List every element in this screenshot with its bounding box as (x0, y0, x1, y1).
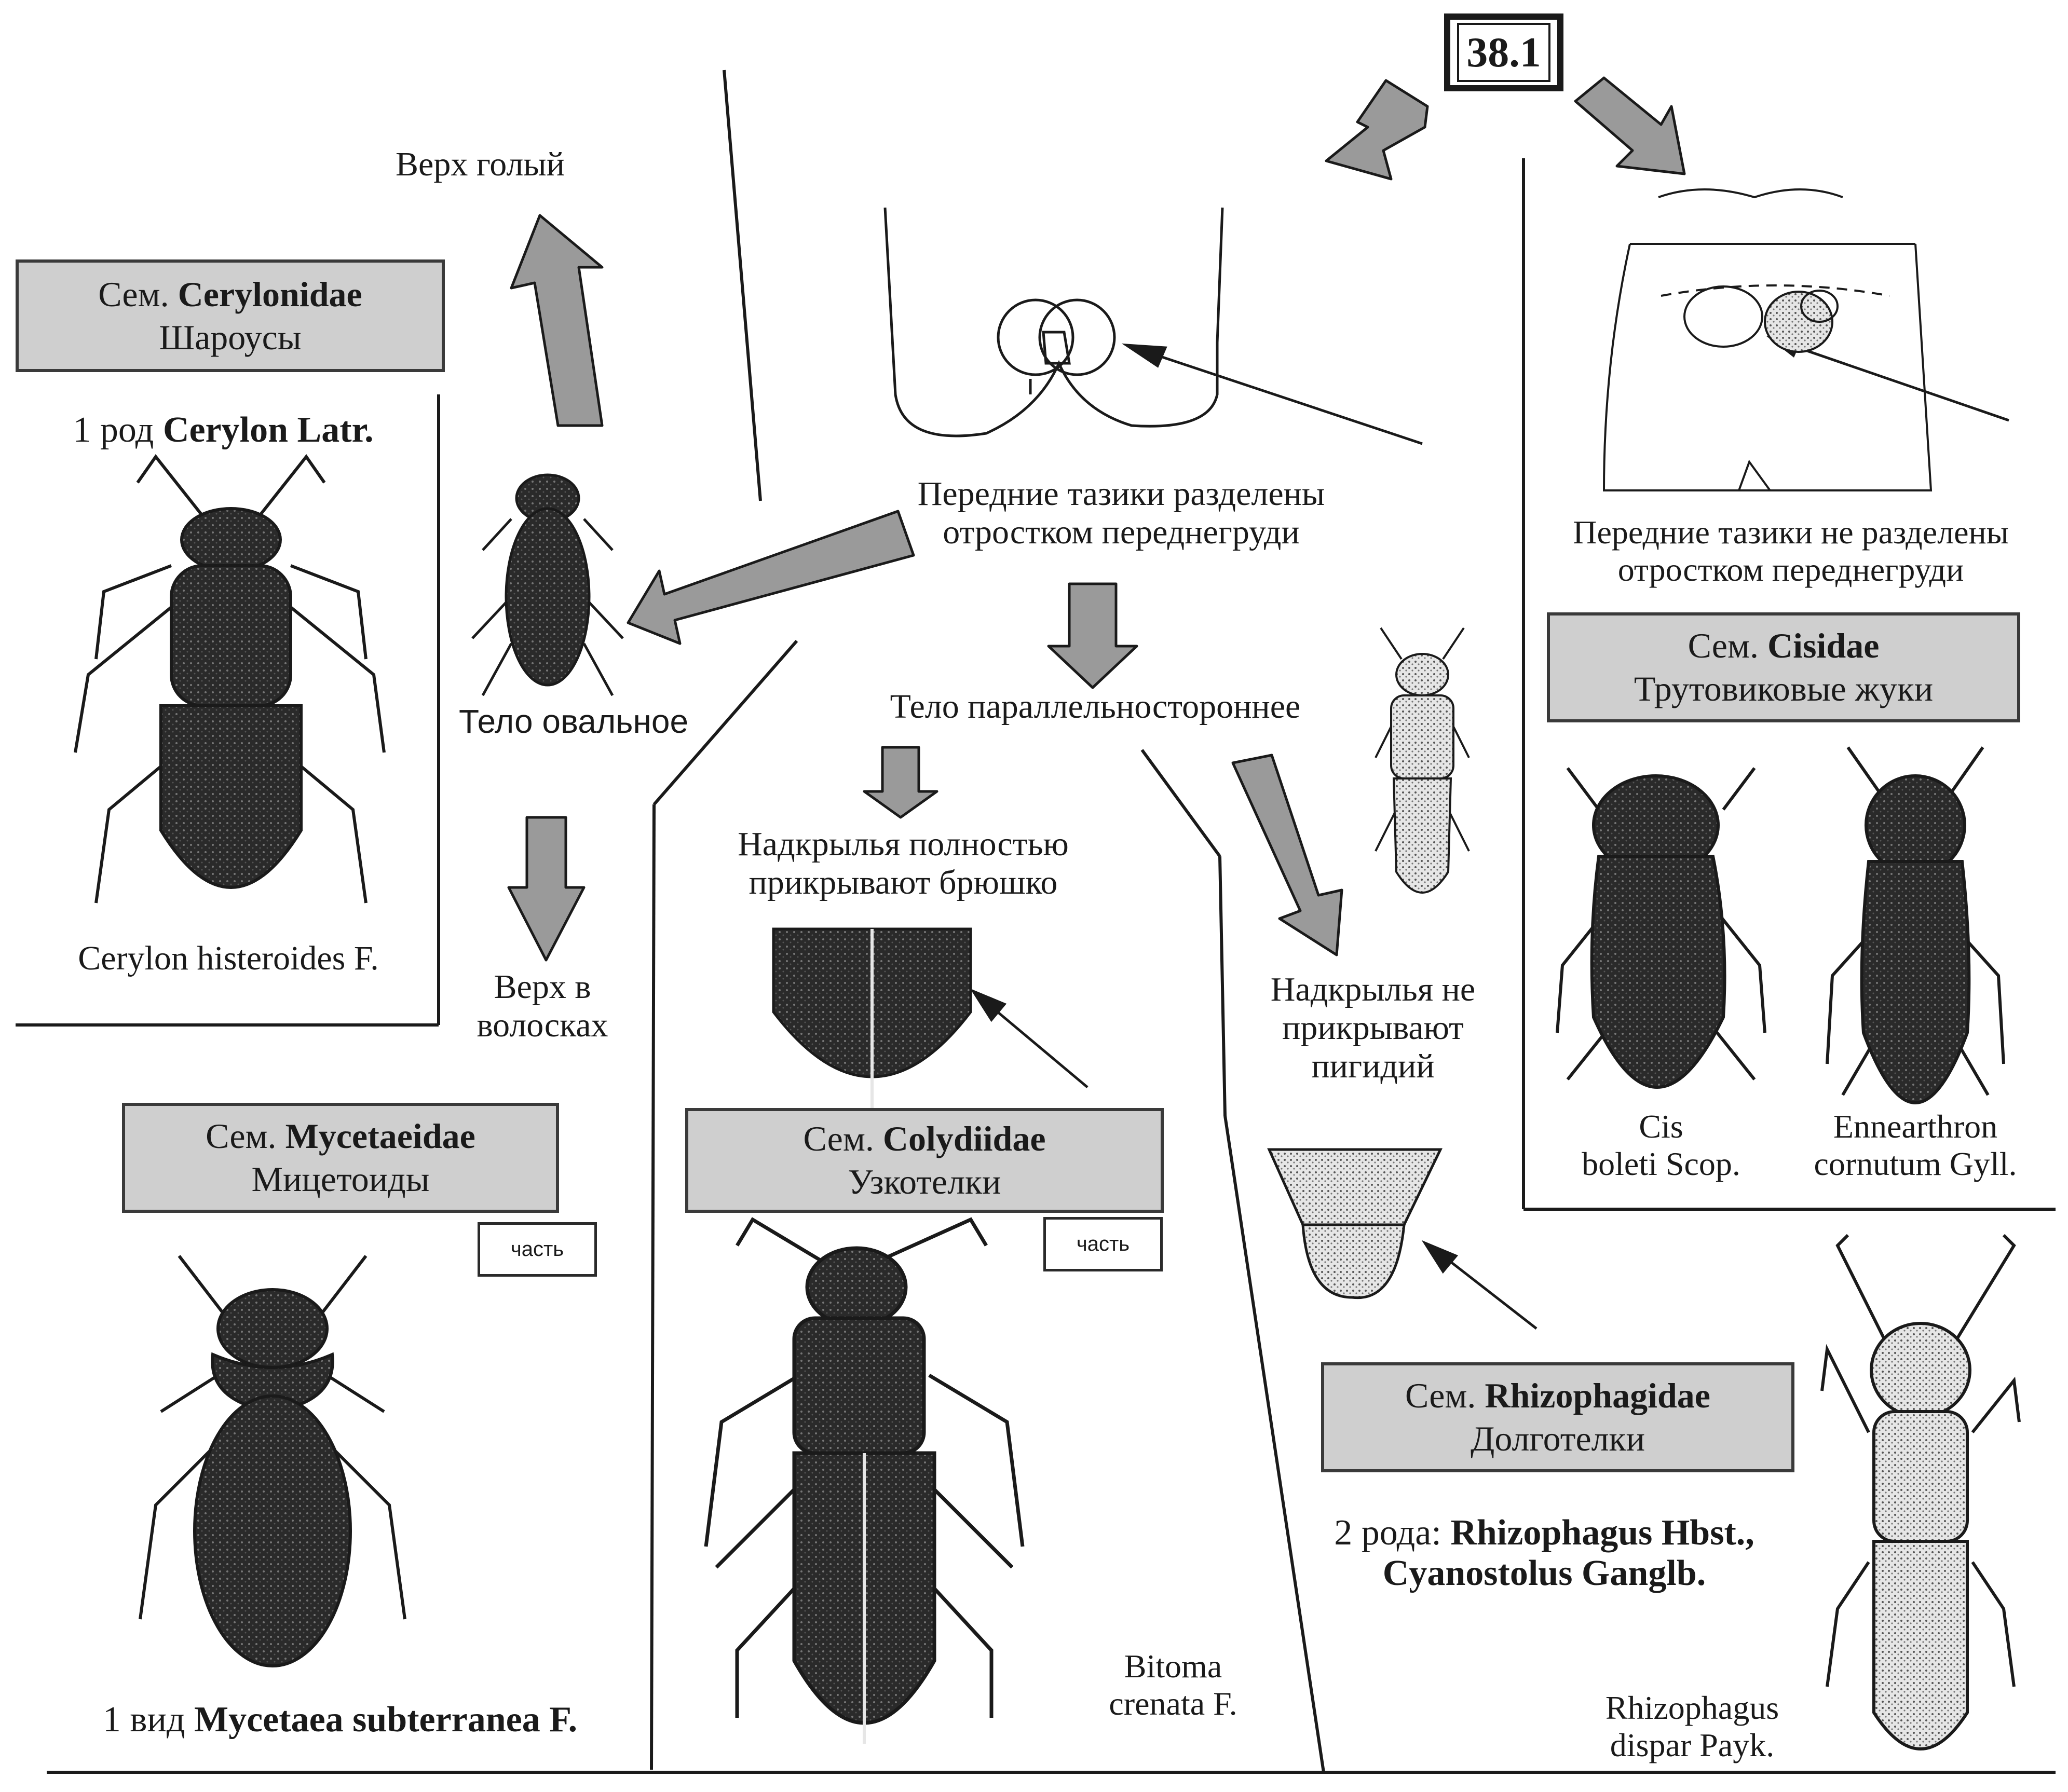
beetle-oval (472, 475, 623, 695)
elytra-uncovered-detail (1269, 1150, 1440, 1298)
coxae-separated-label: Передние тазики разделены отростком пере… (851, 475, 1391, 552)
family-colydiidae-russian: Узкотелки (848, 1160, 1001, 1203)
elytra-not-line2: прикрывают (1225, 1009, 1521, 1047)
cis-line1: Cis (1562, 1108, 1760, 1145)
bitoma-line2: crenata F. (1080, 1685, 1267, 1722)
arrow-down-to-parallel (1049, 584, 1137, 688)
prosternum-separated-diagram (885, 208, 1222, 436)
family-mycetaeidae-russian: Мицетоиды (252, 1158, 430, 1201)
family-cerylonidae-title: Сем. Cerylonidae (98, 273, 362, 316)
rhizophagus-species-label: Rhizophagus dispar Payk. (1573, 1689, 1812, 1763)
oval-body-label: Тело овальное (439, 703, 709, 741)
family-box-rhizophagidae: Сем. Rhizophagidae Долготелки (1321, 1362, 1794, 1472)
family-cisidae-title: Сем. Cisidae (1688, 624, 1880, 667)
part-tag-mycetaeidae: часть (478, 1222, 597, 1277)
rhizophagus-line1: Rhizophagus (1573, 1689, 1812, 1727)
arrow-key-left (1326, 80, 1427, 179)
bitoma-line1: Bitoma (1080, 1648, 1267, 1685)
hairy-top-label: Верх в волосках (452, 968, 633, 1045)
parallel-body-label: Тело параллельностороннее (841, 688, 1350, 726)
beetle-rhizophagus-small (1376, 628, 1469, 893)
family-colydiidae-title: Сем. Colydiidae (803, 1117, 1045, 1160)
coxae-separated-line1: Передние тазики разделены (851, 475, 1391, 513)
family-rhizophagidae-russian: Долготелки (1471, 1417, 1645, 1460)
key-number: 38.1 (1457, 23, 1550, 82)
rhizophagidae-genera-line1: 2 рода: Rhizophagus Hbst., (1298, 1513, 1791, 1553)
bitoma-species-label: Bitoma crenata F. (1080, 1648, 1267, 1722)
cis-line2: boleti Scop. (1562, 1145, 1760, 1183)
beetle-rhizophagus-dispar (1822, 1235, 2019, 1749)
family-box-mycetaeidae: Сем. Mycetaeidae Мицетоиды (122, 1103, 559, 1213)
rhizophagidae-genera: 2 рода: Rhizophagus Hbst., Cyanostolus G… (1298, 1513, 1791, 1594)
coxae-separated-line2: отростком переднегруди (851, 513, 1391, 552)
coxae-not-separated-label: Передние тазики не разделены отростком п… (1526, 514, 2056, 588)
family-box-colydiidae: Сем. Colydiidae Узкотелки (685, 1108, 1164, 1213)
arrow-down-to-covered (864, 747, 937, 817)
top-glabrous-label: Верх голый (382, 145, 579, 184)
arrow-key-right (1575, 78, 1684, 174)
arrow-down-to-hairy (509, 817, 584, 960)
cis-species-label: Cis boleti Scop. (1562, 1108, 1760, 1182)
elytra-cover-line1: Надкрылья полностью (690, 825, 1116, 864)
beetle-mycetaea (140, 1256, 405, 1666)
ennearthron-line1: Ennearthron (1780, 1108, 2050, 1145)
family-box-cerylonidae: Сем. Cerylonidae Шароусы (16, 259, 445, 372)
elytra-cover-abdomen-label: Надкрылья полностью прикрывают брюшко (690, 825, 1116, 902)
hairy-line2: волосках (452, 1006, 633, 1045)
family-box-cisidae: Сем. Cisidae Трутовиковые жуки (1547, 612, 2020, 722)
arrow-up-to-glabrous (511, 215, 602, 426)
key-number-box: 38.1 (1444, 13, 1563, 91)
elytra-not-cover-label: Надкрылья не прикрывают пигидий (1225, 970, 1521, 1086)
rhizophagus-line2: dispar Payk. (1573, 1727, 1812, 1764)
beetle-cerylon (75, 457, 384, 903)
beetle-ennearthron (1827, 747, 2004, 1103)
beetle-bitoma (706, 1220, 1023, 1744)
family-cerylonidae-russian: Шароусы (159, 316, 301, 359)
hairy-line1: Верх в (452, 968, 633, 1006)
mycetaea-species-line: 1 вид Mycetaea subterranea F. (67, 1700, 613, 1740)
elytra-not-line3: пигидий (1225, 1047, 1521, 1086)
elytra-covered-detail (773, 929, 971, 1111)
ennearthron-line2: cornutum Gyll. (1780, 1145, 2050, 1183)
family-mycetaeidae-title: Сем. Mycetaeidae (206, 1115, 475, 1158)
family-cisidae-russian: Трутовиковые жуки (1634, 667, 1933, 710)
elytra-not-line1: Надкрылья не (1225, 970, 1521, 1009)
cerylon-species-label: Cerylon histeroides F. (47, 939, 410, 978)
family-rhizophagidae-title: Сем. Rhizophagidae (1405, 1374, 1710, 1417)
arrow-diagonal-to-uncovered (1233, 755, 1342, 955)
cerylon-genus-line: 1 род Cerylon Latr. (47, 410, 400, 450)
coxae-not-separated-line2: отростком переднегруди (1526, 551, 2056, 589)
coxae-not-separated-line1: Передние тазики не разделены (1526, 514, 2056, 551)
rhizophagidae-genera-line2: Cyanostolus Ganglb. (1298, 1553, 1791, 1594)
part-tag-colydiidae: часть (1043, 1217, 1163, 1271)
ennearthron-species-label: Ennearthron cornutum Gyll. (1780, 1108, 2050, 1182)
beetle-cis (1557, 768, 1765, 1087)
prosternum-not-separated-diagram (1604, 189, 1931, 490)
elytra-cover-line2: прикрывают брюшко (690, 864, 1116, 902)
